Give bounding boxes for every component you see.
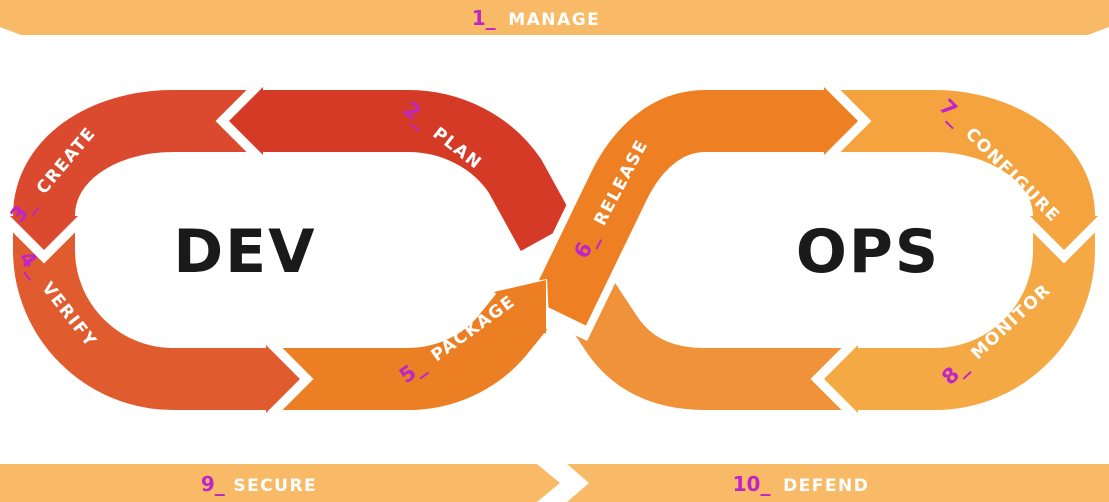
monitor-segment <box>858 216 1095 410</box>
configure-segment <box>824 90 1095 219</box>
chevron-gap-create-verify <box>2 213 86 264</box>
manage-banner <box>0 0 1109 35</box>
release-arrow-tip <box>824 87 858 155</box>
secure-number: 9_ <box>201 472 225 496</box>
manage-number: 1_ <box>472 6 496 30</box>
chevron-gap-monitor-return <box>810 337 861 421</box>
manage-label: MANAGE <box>508 10 600 30</box>
secure-banner-text: 9_ SECURE <box>201 472 317 496</box>
plan-segment <box>263 90 576 251</box>
secure-banner <box>0 464 560 502</box>
create-segment <box>13 90 263 219</box>
chevron-gap-verify-package <box>263 337 314 421</box>
release-segment <box>530 90 824 326</box>
plan-arrow-tip <box>229 87 263 155</box>
ops-return-segment <box>558 274 858 410</box>
chevron-gap-configure-monitor <box>1022 213 1106 264</box>
defend-number: 10_ <box>733 472 771 496</box>
ops-label: OPS <box>796 217 940 287</box>
dev-label: DEV <box>173 217 316 287</box>
chevron-gap-release-configure <box>821 79 872 163</box>
package-arrowhead <box>494 280 546 334</box>
defend-label: DEFEND <box>783 476 869 496</box>
package-segment <box>266 290 548 410</box>
verify-arrow-tip <box>266 345 300 413</box>
chevron-gap-plan-create <box>215 79 266 163</box>
defend-banner <box>567 464 1109 502</box>
monitor-arrow-tip <box>824 345 858 413</box>
verify-segment <box>13 216 266 410</box>
defend-banner-text: 10_ DEFEND <box>733 472 870 496</box>
create-arrow-tip <box>10 216 78 250</box>
configure-arrow-tip <box>1030 216 1098 250</box>
secure-label: SECURE <box>233 476 317 496</box>
manage-banner-text: 1_ MANAGE <box>472 6 601 30</box>
